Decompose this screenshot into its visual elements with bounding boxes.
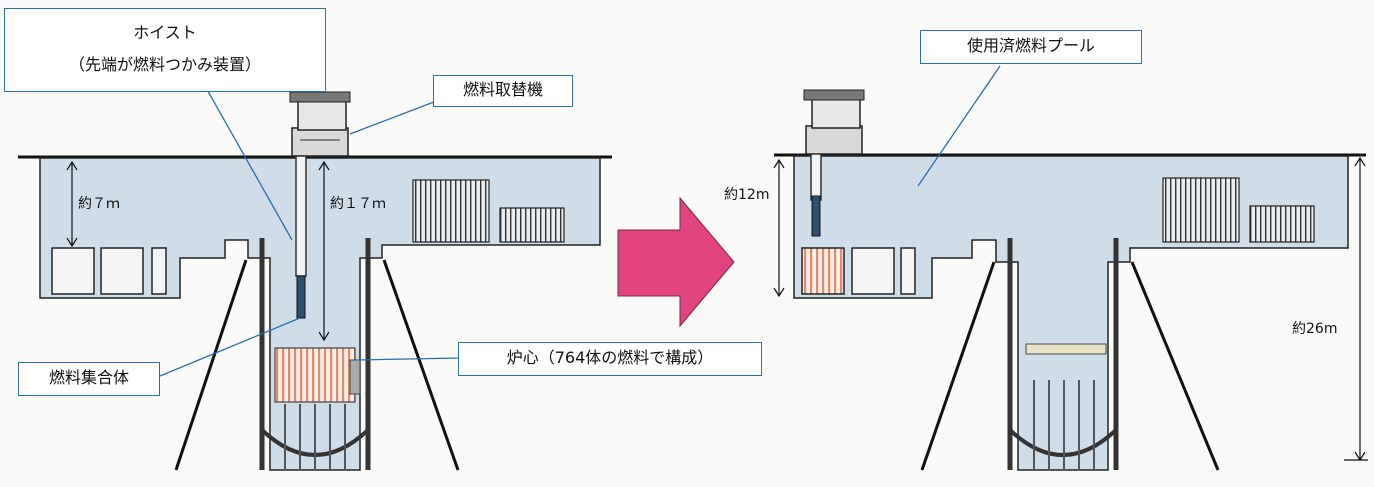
hoist-subtitle: （先端が燃料つかみ装置） bbox=[68, 55, 261, 74]
left-hoist-mast bbox=[295, 155, 307, 277]
left-core-support bbox=[349, 359, 361, 395]
right-fuel-rack-1 bbox=[1162, 177, 1240, 243]
right-support-strut-l bbox=[920, 261, 996, 471]
transition-arrow bbox=[617, 196, 735, 328]
right-storage-box-2 bbox=[851, 247, 895, 295]
left-dimension-lines bbox=[66, 160, 330, 342]
core-callout: 炉心（764体の燃料で構成） bbox=[458, 342, 762, 376]
right-leader-line bbox=[917, 65, 1001, 187]
left-storage-box-2 bbox=[100, 247, 144, 295]
fuel-assembly-callout: 燃料集合体 bbox=[18, 362, 160, 396]
hoist-callout: ホイスト （先端が燃料つかみ装置） bbox=[4, 8, 326, 92]
right-fuel-assembly bbox=[811, 195, 821, 237]
right-water-pool bbox=[793, 155, 1349, 471]
right-core-internals bbox=[1033, 380, 1095, 470]
left-fuel-rack-2 bbox=[499, 207, 565, 243]
right-stored-fuel bbox=[801, 247, 845, 295]
left-core-internals bbox=[284, 404, 346, 470]
right-storage-box-3 bbox=[900, 247, 916, 295]
left-refueling-machine bbox=[289, 91, 351, 157]
left-scene bbox=[18, 85, 612, 471]
left-water-pool bbox=[39, 157, 601, 471]
right-dimension-lines bbox=[773, 156, 1368, 462]
refueling-machine-callout: 燃料取替機 bbox=[433, 75, 573, 107]
left-fuel-rack-1 bbox=[412, 179, 490, 243]
left-cavity-depth-label: 約１７ｍ bbox=[330, 196, 386, 212]
left-support-strut-r bbox=[382, 259, 460, 471]
right-total-depth-label: 約26m bbox=[1292, 321, 1338, 337]
left-upper-depth-label: 約７ｍ bbox=[78, 196, 120, 212]
left-storage-box-1 bbox=[51, 247, 95, 295]
right-upper-depth-label: 約12m bbox=[724, 187, 770, 203]
right-fuel-rack-2 bbox=[1249, 205, 1315, 243]
right-empty-core-top bbox=[1025, 343, 1107, 355]
right-hoist-mast bbox=[810, 153, 822, 201]
hoist-title: ホイスト bbox=[133, 23, 197, 42]
left-support-strut-l bbox=[174, 259, 248, 471]
left-storage-box-3 bbox=[151, 247, 167, 295]
right-support-strut-r bbox=[1130, 261, 1220, 471]
left-fuel-assembly bbox=[296, 275, 306, 319]
right-scene bbox=[773, 65, 1368, 471]
spent-fuel-pool-callout: 使用済燃料プール bbox=[920, 30, 1142, 64]
right-refueling-machine bbox=[803, 89, 865, 155]
left-reactor-core bbox=[274, 347, 356, 403]
